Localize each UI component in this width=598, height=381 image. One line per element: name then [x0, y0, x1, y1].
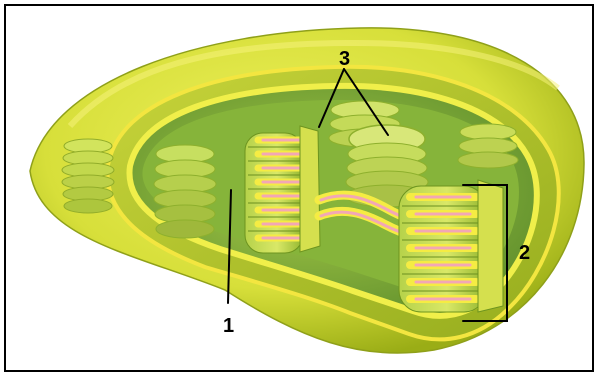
label-2: 2 [519, 242, 530, 264]
label-3: 3 [339, 48, 350, 70]
granum-left-cutaway [245, 126, 320, 253]
label-1: 1 [223, 315, 234, 337]
background-granum-right [458, 124, 518, 168]
granum-right-cutaway [399, 180, 503, 312]
